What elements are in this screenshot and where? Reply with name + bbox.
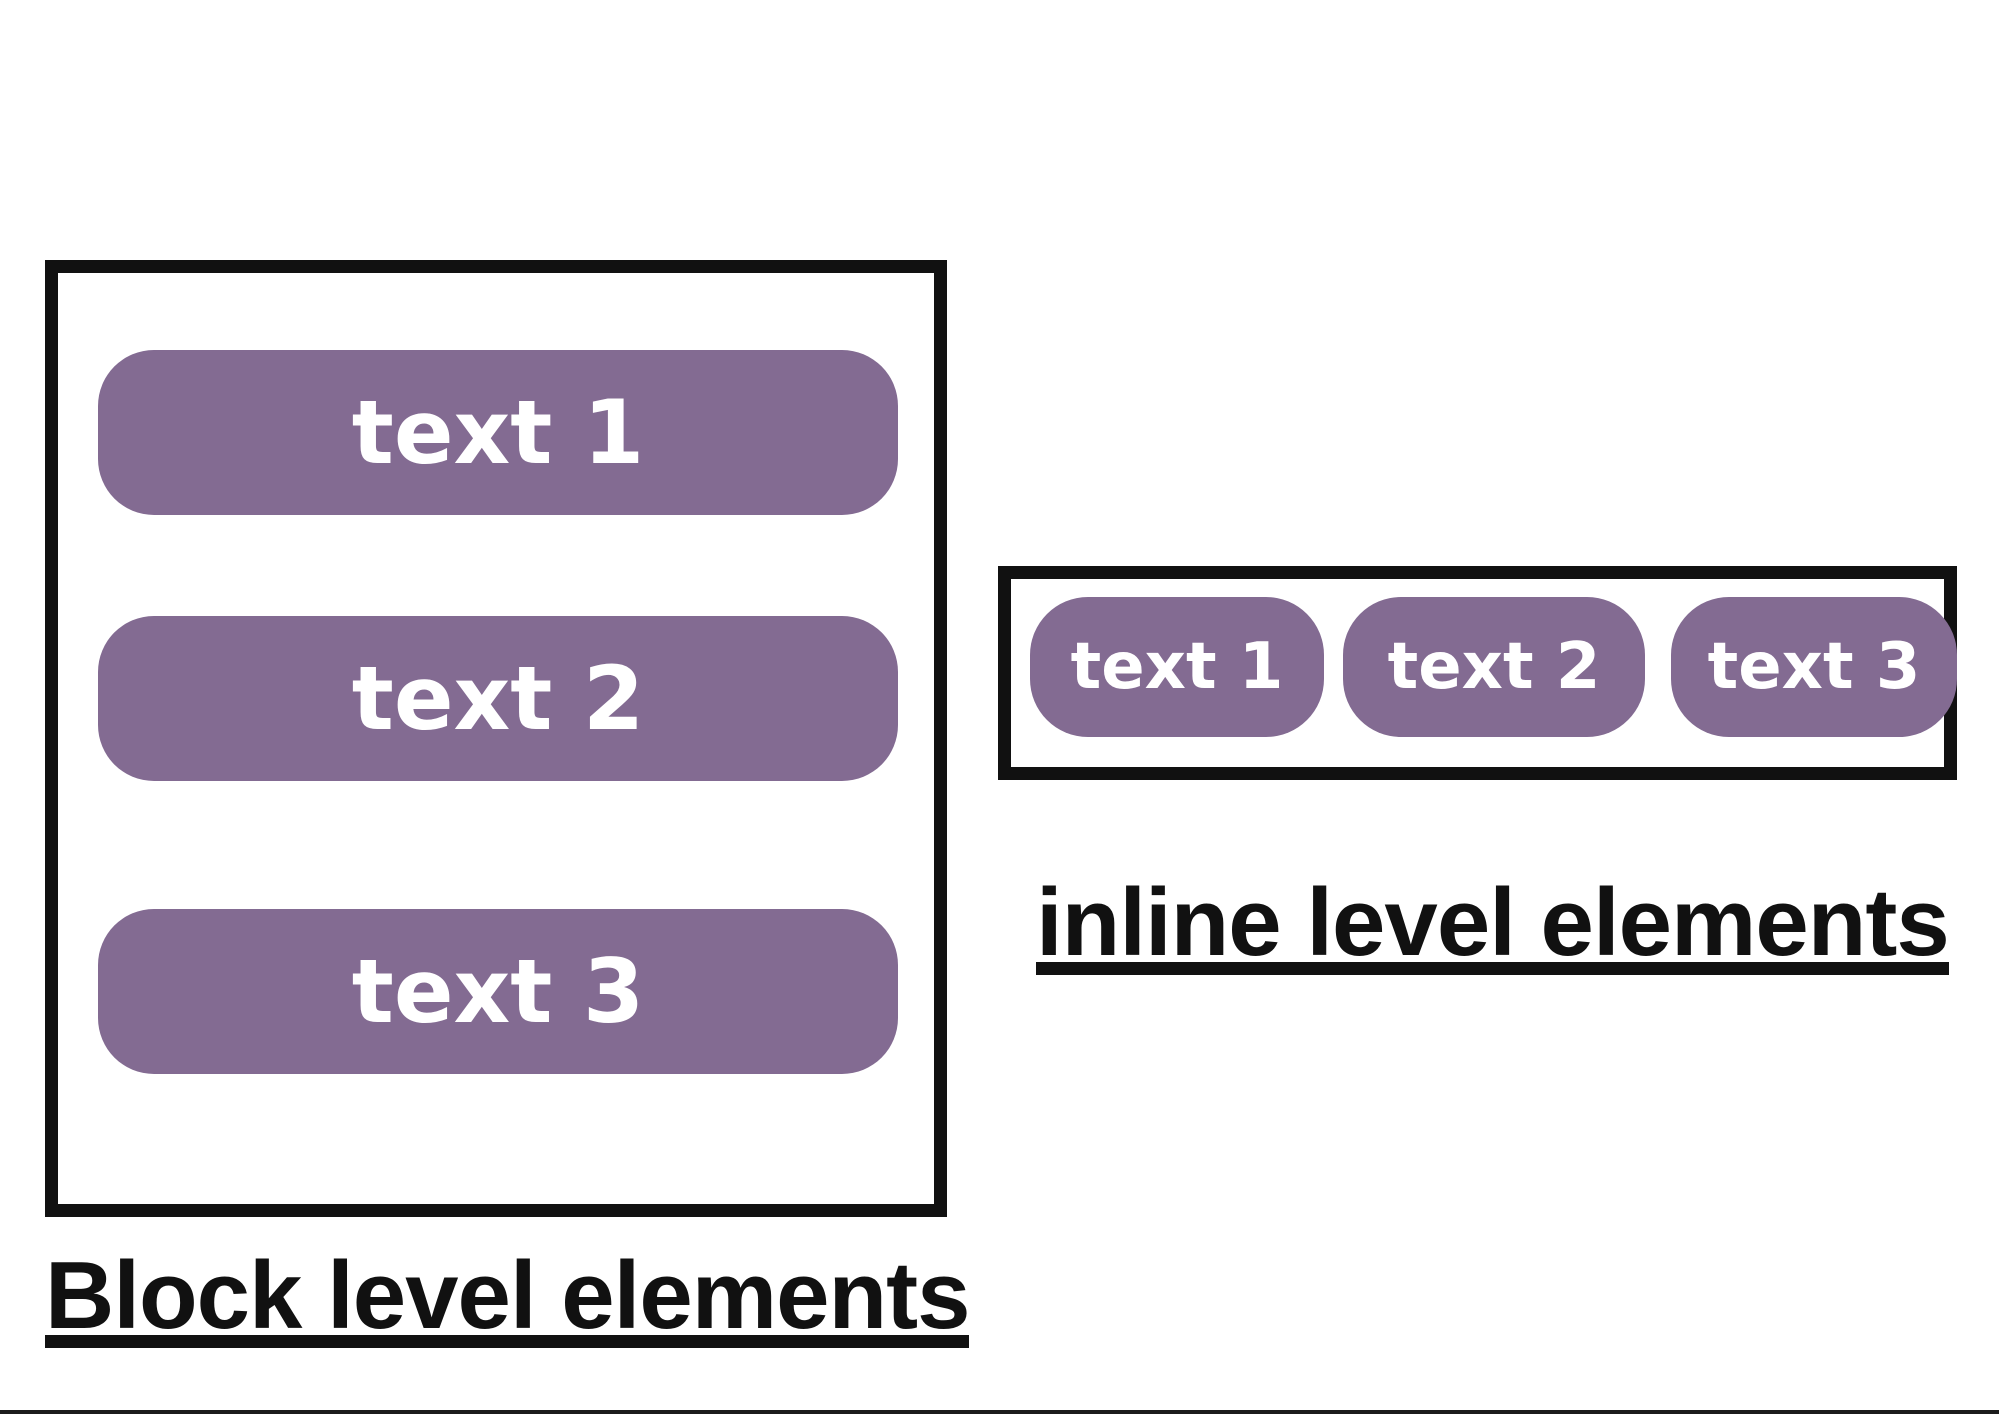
inline-pill-1: text 1 <box>1030 597 1324 737</box>
inline-section-title: inline level elements <box>1036 869 1950 976</box>
inline-elements-box: text 1 text 2 text 3 <box>998 566 1957 780</box>
bottom-edge-line <box>0 1410 1999 1414</box>
inline-pill-3: text 3 <box>1671 597 1957 737</box>
block-elements-box: text 1 text 2 text 3 <box>45 260 947 1217</box>
block-pill-2: text 2 <box>98 616 898 781</box>
block-pill-2-label: text 2 <box>351 646 645 750</box>
block-pill-3: text 3 <box>98 909 898 1074</box>
block-pill-3-label: text 3 <box>351 939 645 1043</box>
inline-pill-2: text 2 <box>1343 597 1645 737</box>
inline-pill-3-label: text 3 <box>1707 630 1921 704</box>
block-pill-1: text 1 <box>98 350 898 515</box>
inline-pill-2-label: text 2 <box>1387 630 1601 704</box>
inline-pill-1-label: text 1 <box>1070 630 1284 704</box>
block-section-title: Block level elements <box>45 1242 970 1349</box>
block-pill-1-label: text 1 <box>351 380 645 484</box>
